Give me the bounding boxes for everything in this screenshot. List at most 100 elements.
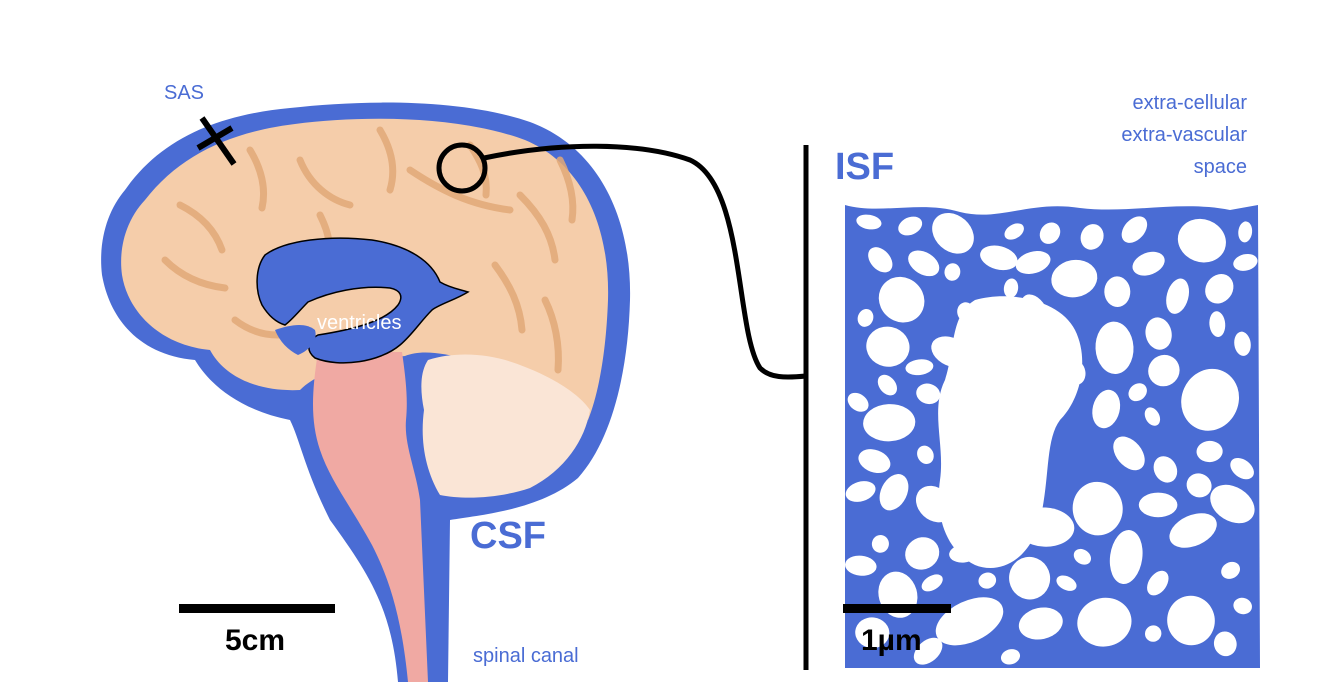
sas-label: SAS xyxy=(164,82,205,104)
cell-body xyxy=(1018,607,1063,640)
cell-body xyxy=(1020,294,1049,329)
scale-bar-macro xyxy=(179,604,335,613)
cell-body xyxy=(905,537,940,570)
cell-body xyxy=(905,359,934,376)
micro-scale-label: 1µm xyxy=(861,624,922,657)
cell-body xyxy=(957,302,976,323)
csf-label: CSF xyxy=(470,515,546,557)
cell-body xyxy=(1238,221,1253,243)
cell-body xyxy=(1072,481,1123,536)
cell-body xyxy=(1077,597,1132,647)
cell-body xyxy=(915,485,954,523)
cell-body xyxy=(1144,407,1161,426)
cell-body xyxy=(1039,222,1061,244)
cell-body xyxy=(1009,556,1051,600)
cell-body xyxy=(1213,631,1237,657)
circle-magnifier-icon xyxy=(436,142,807,380)
cell-body xyxy=(1234,331,1251,356)
macro-scale-label: 5cm xyxy=(225,624,286,657)
cell-body xyxy=(1000,649,1021,665)
cell-body xyxy=(1080,224,1104,250)
cell-body xyxy=(1092,389,1121,429)
cell-body xyxy=(863,404,916,442)
cell-body xyxy=(908,250,940,277)
cell-body xyxy=(1128,383,1147,402)
ecs-line3-label: space xyxy=(1193,156,1247,178)
isf-label: ISF xyxy=(835,146,895,188)
cell-body xyxy=(931,336,972,368)
cell-body xyxy=(1167,595,1215,646)
ecs-line1-label: extra-cellular xyxy=(1132,92,1247,114)
cell-body xyxy=(1145,317,1172,350)
cell-body xyxy=(913,637,943,665)
third-ventricle xyxy=(275,325,316,355)
cell-body xyxy=(1015,507,1075,547)
cell-body xyxy=(1113,436,1145,471)
cell-body xyxy=(932,212,974,254)
cell-body xyxy=(1181,368,1240,431)
cell-body xyxy=(948,518,967,536)
spinal-canal-label: spinal canal xyxy=(473,645,579,667)
cell-body xyxy=(916,383,941,405)
cell-body xyxy=(1104,276,1131,307)
cell-body xyxy=(858,449,891,474)
cell-body xyxy=(980,245,1018,271)
cell-body xyxy=(1210,484,1255,524)
cell-body xyxy=(1233,253,1258,271)
cerebellum xyxy=(421,354,590,498)
brainstem xyxy=(313,352,428,682)
crossbar-marker-icon xyxy=(196,116,237,166)
cell-body xyxy=(871,535,889,553)
cell-body xyxy=(1051,259,1098,298)
cell-body xyxy=(1095,321,1134,374)
cell-body xyxy=(1169,513,1217,548)
cell-body xyxy=(845,481,876,502)
cell-body xyxy=(898,216,923,236)
lateral-ventricle xyxy=(256,237,470,364)
cell-body xyxy=(1166,278,1190,314)
cell-body xyxy=(935,597,1004,646)
cell-body xyxy=(845,555,877,576)
cell-body xyxy=(1209,311,1226,337)
cell-body xyxy=(1177,218,1226,263)
cell-body xyxy=(1138,492,1178,518)
ventricles-label: ventricles xyxy=(317,312,402,334)
cell-body xyxy=(1148,354,1180,387)
cell-body xyxy=(1057,332,1076,350)
cell-body xyxy=(979,512,1007,539)
cell-body xyxy=(944,263,961,281)
cell-body xyxy=(878,276,925,323)
cell-body xyxy=(1015,251,1051,274)
cell-body xyxy=(866,326,910,367)
cell-body xyxy=(879,474,909,511)
cell-body xyxy=(1196,440,1223,463)
cell-body xyxy=(1056,575,1077,591)
cell-body xyxy=(1221,561,1241,579)
vessel-lumen xyxy=(938,296,1083,568)
cell-body xyxy=(856,214,882,230)
cell-body xyxy=(1145,625,1162,642)
cell-body xyxy=(857,308,874,327)
cell-body xyxy=(1230,457,1254,480)
cell-body xyxy=(1153,456,1178,483)
cell-body xyxy=(1205,274,1234,304)
cell-body xyxy=(1233,597,1252,615)
brain-sagittal xyxy=(101,102,631,682)
cell-body xyxy=(917,445,934,465)
cell-body xyxy=(847,392,869,412)
cell-body xyxy=(982,301,1015,334)
cell-body xyxy=(1004,223,1024,240)
cell-body xyxy=(949,544,979,563)
cell-body xyxy=(1121,216,1148,243)
cell-body xyxy=(1186,473,1212,498)
cell-body xyxy=(1003,278,1019,298)
cell-body xyxy=(1073,548,1092,565)
cell-body xyxy=(877,374,897,396)
cell-body xyxy=(1132,251,1165,276)
isf-microstructure xyxy=(845,205,1260,668)
cell-bodies xyxy=(845,212,1258,665)
ecs-line2-label: extra-vascular xyxy=(1121,124,1247,146)
cell-body xyxy=(855,617,890,649)
cell-body xyxy=(868,247,893,273)
